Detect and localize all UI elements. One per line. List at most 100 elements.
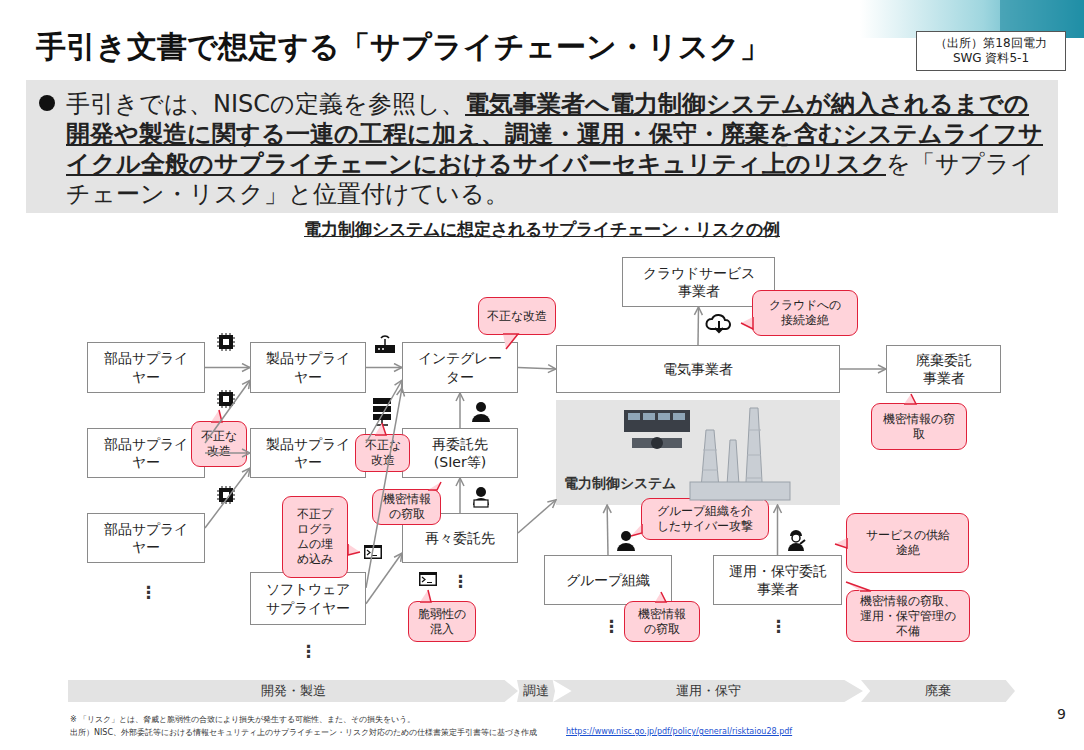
router-icon [375,336,395,353]
phase-chevron [861,680,1015,702]
flow-arrow [777,505,779,555]
footnote: 出所）NISC、外部委託等における情報セキュリティ上のサプライチェーン・リスク対… [70,727,537,738]
entity-box: 部品サプライヤー [87,428,205,478]
flow-arrow [459,478,461,513]
chip-icon [217,333,235,351]
ellipsis-mark: ⋮ [770,616,787,636]
node-text: 部品サプライヤー [103,435,189,471]
flow-arrow [205,380,250,443]
entity-box: 再委託先 (SIer等) [402,428,518,478]
entity-box: 廃棄委託事業者 [886,345,1001,393]
power-plant-illustration [690,408,790,500]
entity-box: ソフトウェアサプライヤー [250,572,366,625]
node-text: 機密情報の窃取 [382,492,432,522]
risk-callout: 不正な改造 [355,434,410,472]
risk-callout: グループ組織を介したサイバー攻撃 [641,498,769,540]
entity-box: 電気事業者 [556,345,840,393]
node-text: 機密情報の窃取 [882,412,956,442]
chip-icon [217,390,235,408]
bullet-panel: 手引きでは、NISCの定義を参照し、電気事業者へ電力制御システムが納入されるまで… [26,80,1058,213]
node-text: 運用・保守 [676,682,741,700]
risk-callout: 不正な改造 [478,297,556,335]
node-text: 廃棄 [925,682,951,700]
flow-arrow [840,368,886,370]
flow-arrow [606,505,608,555]
node-text: 電気事業者 [663,360,733,378]
node-text: 脆弱性の混入 [417,607,467,637]
risk-callout: 不正な改造 [191,421,247,467]
entity-box: 部品サプライヤー [87,342,205,393]
terminal-icon [419,572,437,586]
callout-tail [211,317,916,602]
bullet-dot [39,95,55,111]
flow-arrow [205,452,250,454]
entity-box: 部品サプライヤー [87,513,205,563]
phase-chevron [517,680,555,702]
risk-callout: 機密情報の窃取 [624,601,700,642]
cloud-icon [706,315,730,332]
node-text: 部品サプライヤー [103,520,189,556]
node-text: ソフトウェアサプライヤー [265,580,351,616]
phase-band: 開発・製造 [68,680,518,702]
node-text: 手引きでは、NISCの定義を参照し、 [66,90,465,118]
system-panel: 電力制御システム [556,400,840,505]
node-text: 製品サプライヤー [265,435,351,471]
risk-callout: 機密情報の窃取、運用・保守管理の不備 [846,590,970,642]
node-text: クラウドサービス事業者 [641,264,756,300]
phase-band: 廃棄 [861,680,1015,702]
ellipsis-mark: ⋮ [140,582,157,602]
risk-callout: 不正プログラムの埋め込み [282,496,348,578]
risk-callout: 脆弱性の混入 [408,601,476,642]
entity-box: 製品サプライヤー [250,342,366,393]
node-text: （出所）第18回電力SWG 資料5-1 [921,36,1061,66]
terminal-icon [364,545,382,559]
flow-arrow [518,500,556,533]
entity-box: 運用・保守委託事業者 [713,555,842,605]
phase-chevron [553,680,863,702]
flow-arrow [366,553,402,604]
node-text: 部品サプライヤー [103,349,189,385]
person-icon [617,531,635,551]
ellipsis-mark: ⋮ [603,616,620,636]
node-text: グループ組織 [566,571,650,589]
flow-arrow [518,368,556,370]
node-text: 不正な改造 [364,438,402,468]
flow-arrow [366,367,402,369]
node-text: 不正な改造 [487,309,547,324]
risk-callout: 機密情報の窃取 [372,489,441,525]
entity-box: 製品サプライヤー [250,428,366,478]
ellipsis-mark: ⋮ [452,571,469,591]
node-text: 製品サプライヤー [265,349,351,385]
ellipsis-mark: ⋮ [300,641,317,661]
node-text: 不正な改造 [200,429,238,459]
worker-icon [788,530,805,551]
flow-arrow [205,367,250,369]
server-icon [373,398,391,425]
source-box: （出所）第18回電力SWG 資料5-1 [916,31,1066,71]
phase-band: 運用・保守 [553,680,863,702]
node-text: 調達 [523,682,549,700]
chip-icon [217,486,235,504]
person-icon [472,402,490,422]
node-text: クラウドへの接続途絶 [767,298,843,328]
phase-band: 調達 [517,680,555,702]
person-laptop-icon [473,487,489,507]
source-link: https://www.nisc.go.jp/pdf/policy/genera… [566,727,792,736]
node-text: 廃棄委託事業者 [914,351,974,387]
risk-callout: クラウドへの接続途絶 [752,290,858,336]
node-text: 再々委託先 [425,529,495,547]
flow-arrow [459,393,461,428]
flow-arrow [366,388,402,588]
node-text: 不正プログラムの埋め込み [296,507,334,567]
page-number: 9 [1057,706,1066,722]
phase-chevron [68,680,518,702]
node-text: グループ組織を介したサイバー攻撃 [656,504,754,534]
node-text: 電力制御システム [564,475,676,493]
flow-arrow [697,307,699,345]
flow-arrow [366,380,402,443]
node-text: 機密情報の窃取、運用・保守管理の不備 [859,594,957,639]
node-text: 再委託先 (SIer等) [417,435,503,471]
node-text: 開発・製造 [261,682,326,700]
node-text: サービスの供給途絶 [865,528,951,558]
entity-box: グループ組織 [544,555,672,605]
